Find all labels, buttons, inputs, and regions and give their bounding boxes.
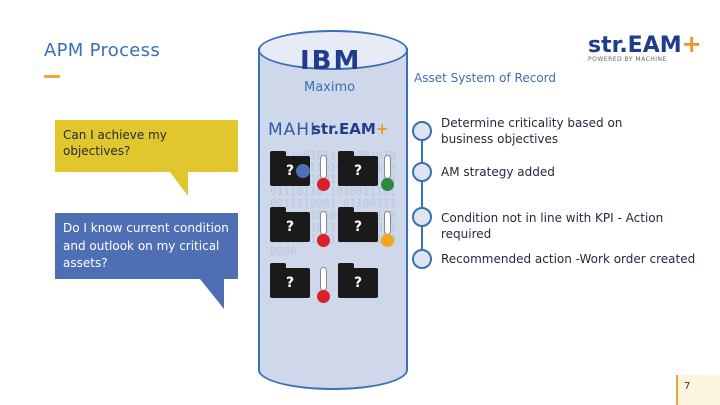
condition-callout xyxy=(55,213,238,279)
asset-folder-icon: ? xyxy=(270,207,310,242)
step-2-text: AM strategy added xyxy=(441,165,555,179)
objectives-callout-text: Can I achieve my objectives? xyxy=(63,128,167,158)
asset-system-label: Asset System of Record xyxy=(414,71,557,85)
user-icon xyxy=(296,164,310,178)
thermometer-bulb-orange xyxy=(381,234,394,247)
streame-logo-plus: + xyxy=(681,30,702,58)
mahi-streame-logo: str.EAM+ xyxy=(312,120,388,138)
step-3-text: Condition not in line with KPI - Action … xyxy=(441,211,664,241)
question-mark: ? xyxy=(353,275,363,291)
database-cylinder-top xyxy=(258,30,408,70)
thermometer-icon xyxy=(384,211,391,235)
mahi-label: MAHI xyxy=(268,120,317,140)
question-mark: ? xyxy=(353,219,363,235)
slide-title: APM Process xyxy=(44,40,161,61)
mahi-streame-text: str.EAM xyxy=(312,120,376,138)
streame-logo-text: str.EAM xyxy=(588,33,682,58)
thermometer-bulb-red xyxy=(317,290,330,303)
thermometer-icon xyxy=(320,267,327,291)
question-mark: ? xyxy=(285,219,295,235)
thermometer-icon xyxy=(320,155,327,179)
title-underline xyxy=(44,75,60,78)
asset-folder-icon: ? xyxy=(270,263,310,298)
mahi-streame-plus: + xyxy=(375,120,389,138)
ibm-logo: IBM xyxy=(300,46,362,76)
condition-callout-tail xyxy=(200,279,224,309)
thermometer-bulb-red xyxy=(317,234,330,247)
database-cylinder xyxy=(258,48,408,370)
asset-folder-icon: ? xyxy=(338,207,378,242)
question-mark: ? xyxy=(353,163,363,179)
step-1-dot xyxy=(412,121,432,141)
question-mark: ? xyxy=(285,163,295,179)
step-3-dot xyxy=(412,207,432,227)
objectives-callout xyxy=(55,120,238,172)
asset-folder-icon: ? xyxy=(338,263,378,298)
step-2-dot xyxy=(412,162,432,182)
thermometer-bulb-green xyxy=(381,178,394,191)
thermometer-icon xyxy=(384,155,391,179)
step-1-text: Determine criticality based on business … xyxy=(441,116,623,146)
maximo-label: Maximo xyxy=(304,80,356,95)
page-number: 7 xyxy=(676,375,720,405)
asset-folder-icon: ? xyxy=(338,151,378,186)
step-4-dot xyxy=(412,249,432,269)
thermometer-icon xyxy=(320,211,327,235)
condition-callout-text: Do I know current condition and outlook … xyxy=(63,221,229,270)
process-timeline xyxy=(421,130,423,265)
streame-tagline: POWERED BY MACHINE xyxy=(588,56,667,63)
step-4-text: Recommended action -Work order created xyxy=(441,252,696,266)
question-mark: ? xyxy=(285,275,295,291)
objectives-callout-tail xyxy=(170,172,188,196)
streame-logo: str.EAM+ xyxy=(588,30,702,58)
thermometer-bulb-red xyxy=(317,178,330,191)
